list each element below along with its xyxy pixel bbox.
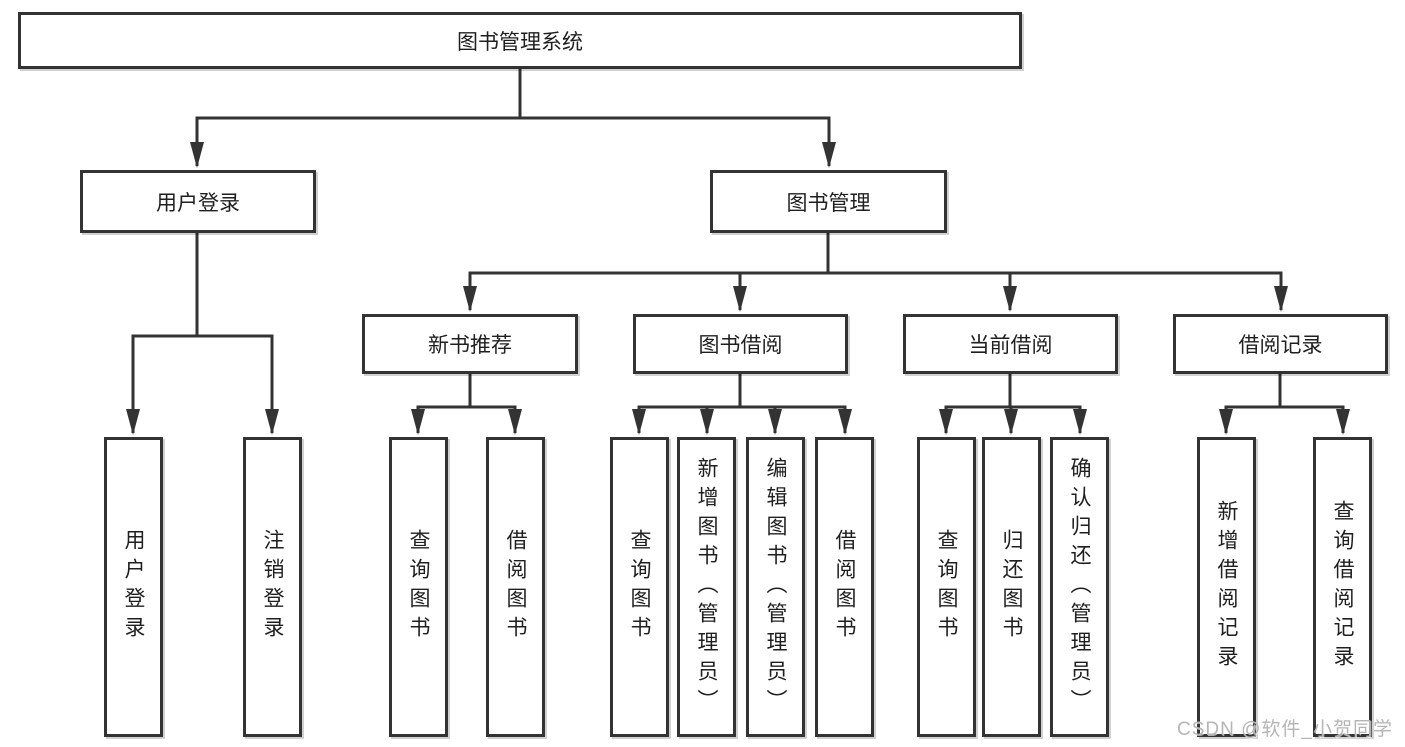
node-query-books-current: 查询图书 [917, 437, 976, 737]
node-query-books-borrow: 查询图书 [610, 437, 669, 737]
node-label: 新增借阅记录 [1215, 500, 1238, 674]
connector-current-borrow-children [939, 372, 1087, 435]
node-user-login-action: 用户登录 [104, 437, 163, 737]
connector-book-borrow-children [632, 372, 852, 435]
node-query-borrow-record: 查询借阅记录 [1313, 437, 1372, 737]
connector-new-books-children [411, 372, 522, 435]
node-book-borrow: 图书借阅 [633, 314, 848, 374]
node-borrow-books-borrow: 借阅图书 [815, 437, 874, 737]
node-new-books: 新书推荐 [362, 314, 578, 374]
watermark: CSDN @软件_小贺同学 [1177, 719, 1393, 740]
node-label: 查询图书 [407, 529, 430, 645]
connector-book-mgmt-to-level3 [463, 231, 1288, 312]
node-borrow-records: 借阅记录 [1173, 314, 1388, 374]
node-book-mgmt: 图书管理 [710, 170, 947, 233]
node-label: 注销登录 [261, 529, 284, 645]
node-edit-books-admin: 编辑图书（管理员） [746, 437, 805, 737]
node-user-login: 用户登录 [80, 170, 316, 233]
connector-spine [468, 231, 1283, 275]
node-label: 编辑图书（管理员） [764, 456, 787, 718]
node-label: 归还图书 [1000, 529, 1023, 645]
node-label: 借阅图书 [833, 529, 856, 645]
connector-spine [131, 231, 274, 338]
node-logout: 注销登录 [243, 437, 302, 737]
node-label: 查询图书 [628, 529, 651, 645]
node-label: 借阅图书 [504, 529, 527, 645]
node-label: 查询图书 [935, 529, 958, 645]
connector-spine [195, 67, 831, 120]
connector-spine [1224, 372, 1345, 409]
node-system-root: 图书管理系统 [18, 12, 1022, 69]
node-query-books-newbooks: 查询图书 [389, 437, 448, 737]
node-current-borrow: 当前借阅 [903, 314, 1118, 374]
node-label: 新增图书（管理员） [695, 456, 718, 718]
node-return-books: 归还图书 [982, 437, 1041, 737]
node-add-books-admin: 新增图书（管理员） [677, 437, 736, 737]
connector-spine [944, 372, 1082, 409]
node-label: 用户登录 [122, 529, 145, 645]
connector-borrow-records-children [1219, 372, 1350, 435]
connector-user-login-children [126, 231, 279, 435]
node-add-borrow-record: 新增借阅记录 [1197, 437, 1256, 737]
connector-spine [637, 372, 847, 409]
node-label: 确认归还（管理员） [1068, 456, 1091, 718]
node-confirm-return-admin: 确认归还（管理员） [1050, 437, 1109, 737]
connector-root-to-level2 [190, 67, 836, 168]
node-borrow-books-newbooks: 借阅图书 [486, 437, 545, 737]
node-label: 查询借阅记录 [1331, 500, 1354, 674]
connector-spine [416, 372, 517, 409]
